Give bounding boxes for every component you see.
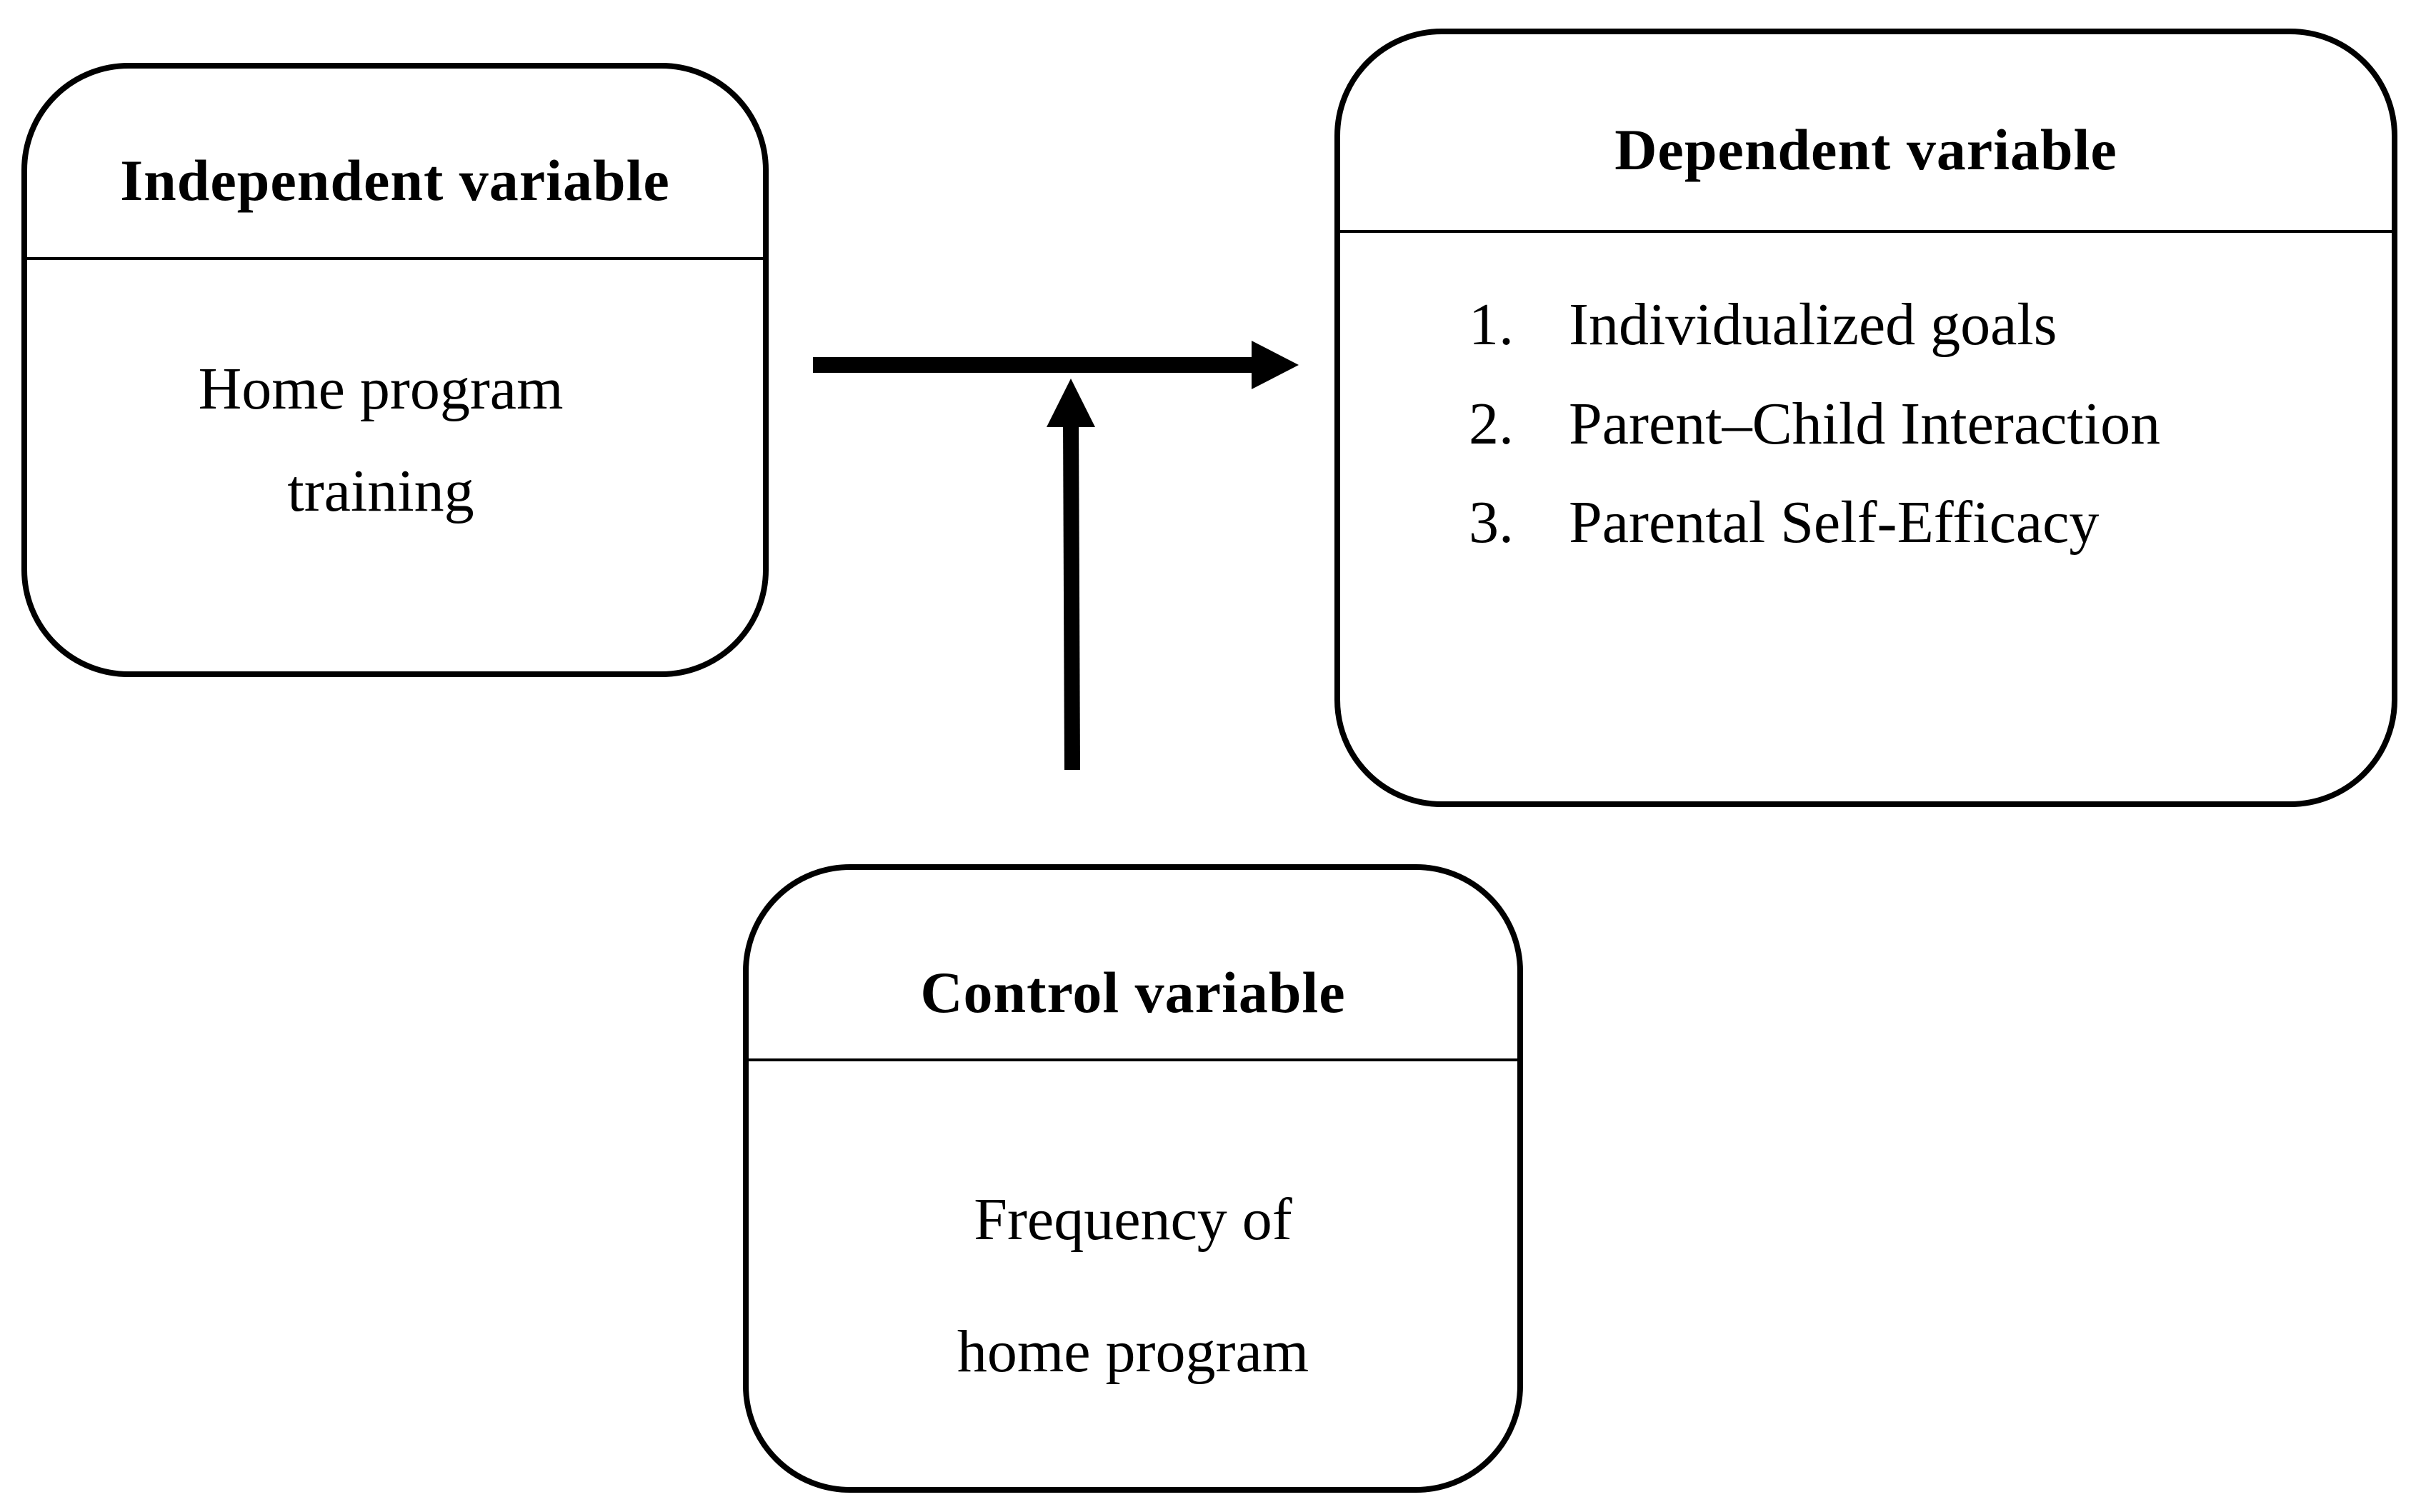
dependent-variable-title: Dependent variable: [1340, 34, 2392, 233]
dependent-variable-list: 1. Individualized goals 2. Parent–Child …: [1340, 233, 2392, 573]
independent-body-line: Home program: [198, 356, 564, 422]
list-item-text: Parental Self-Efficacy: [1569, 489, 2100, 556]
list-item: 3. Parental Self-Efficacy: [1469, 474, 2392, 573]
list-item-text: Individualized goals: [1569, 291, 2057, 358]
list-item-text: Parent–Child Interaction: [1569, 390, 2161, 457]
independent-variable-title: Independent variable: [27, 69, 763, 260]
independent-to-dependent-arrow-head: [1252, 341, 1299, 389]
control-to-main-arrow-head: [1047, 379, 1095, 427]
control-variable-title: Control variable: [749, 870, 1517, 1061]
list-item: 2. Parent–Child Interaction: [1469, 375, 2392, 474]
control-variable-box: Control variable Frequency of home progr…: [743, 864, 1523, 1493]
independent-variable-body: Home program training: [27, 260, 763, 543]
control-to-main-arrow-shaft: [1063, 417, 1080, 771]
independent-body-line: training: [287, 457, 474, 524]
control-body-line: home program: [957, 1318, 1309, 1385]
independent-variable-box: Independent variable Home program traini…: [21, 63, 769, 677]
list-item-number: 2.: [1469, 390, 1514, 457]
list-item-number: 3.: [1469, 489, 1514, 556]
dependent-variable-box: Dependent variable 1. Individualized goa…: [1334, 29, 2397, 807]
list-item: 1. Individualized goals: [1469, 276, 2392, 375]
control-body-line: Frequency of: [974, 1186, 1292, 1253]
control-variable-body: Frequency of home program: [749, 1061, 1517, 1418]
list-item-number: 1.: [1469, 291, 1514, 358]
